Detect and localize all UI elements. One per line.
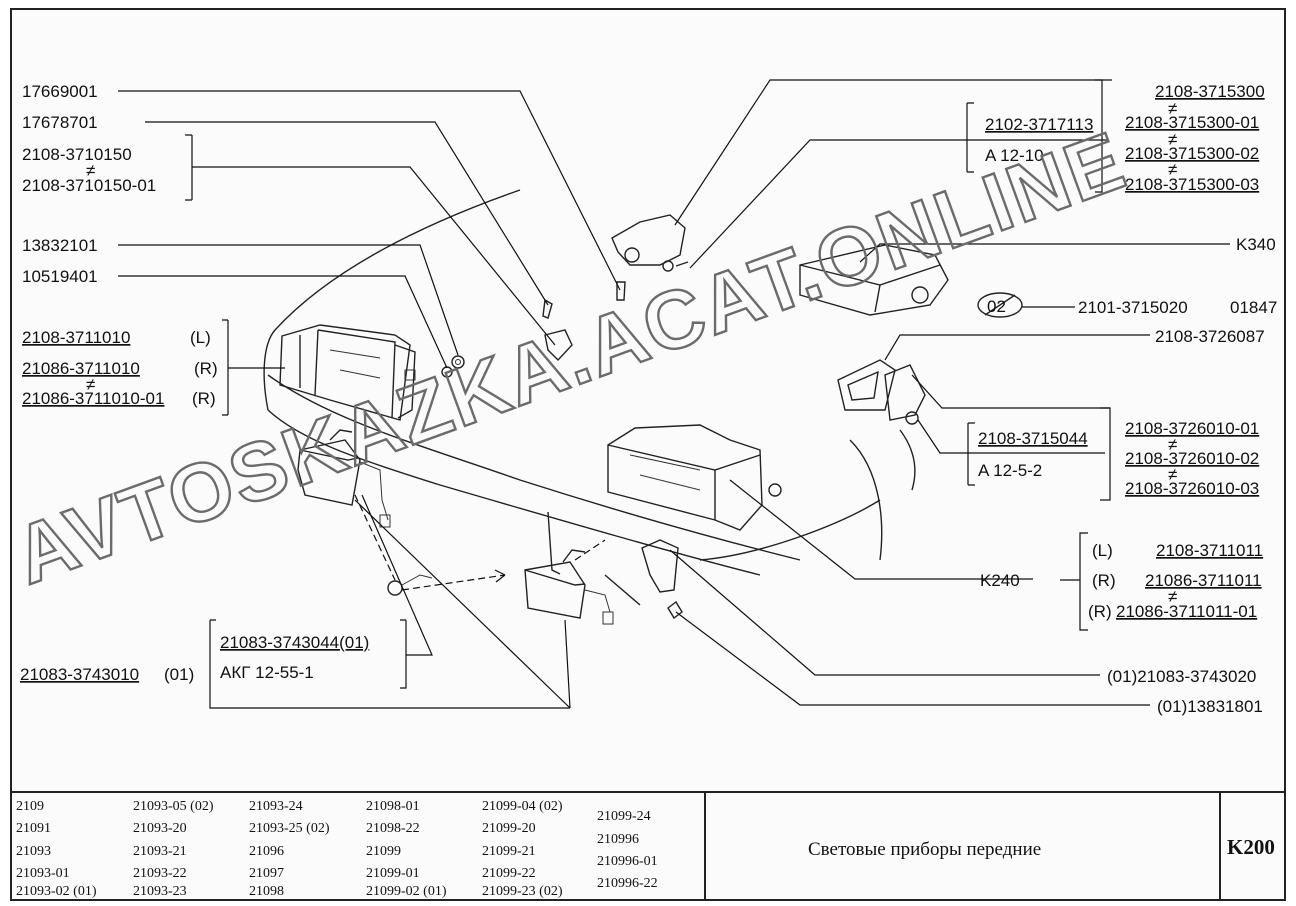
side-R-2: (R) [192, 389, 216, 408]
label-A12-5-2: A 12-5-2 [978, 461, 1042, 480]
side-L-2: (L) [1092, 541, 1113, 560]
neq-sign-8: ≠ [1168, 587, 1177, 606]
model-21093-05-02: 21093-05 (02) [133, 799, 214, 814]
assembly-dash-1 [354, 494, 396, 581]
model-21099-20: 21099-20 [482, 821, 536, 836]
label-2108-3715300: 2108-3715300 [1155, 82, 1265, 101]
left-fog-lamp [297, 429, 391, 528]
label-2108-3726087: 2108-3726087 [1155, 327, 1265, 346]
neq-sign-6: ≠ [1168, 435, 1177, 454]
model-21099-21: 21099-21 [482, 844, 536, 859]
label-21086-3711011-01: 21086-3711011-01 [1116, 602, 1257, 621]
label-2108-3711010: 2108-3711010 [22, 328, 130, 347]
label-21086-3711011: 21086-3711011 [1145, 571, 1262, 590]
side-R-3: (R) [1092, 571, 1116, 590]
model-21093-23: 21093-23 [133, 884, 187, 899]
label-2108-3715044: 2108-3715044 [978, 429, 1088, 448]
model-21099-02-01: 21099-02 (01) [366, 884, 447, 899]
label-K240: K240 [980, 571, 1020, 590]
model-21098-22: 21098-22 [366, 821, 420, 836]
assembly-arrow [494, 569, 506, 583]
label-K340: K340 [1236, 235, 1276, 254]
model-21098: 21098 [249, 884, 284, 899]
label-2108-3715300-02: 2108-3715300-02 [1125, 144, 1259, 163]
label-A12-10: A 12-10 [985, 146, 1044, 165]
label-2108-3711011: 2108-3711011 [1156, 541, 1263, 560]
model-21093: 21093 [16, 844, 51, 859]
model-21093-01: 21093-01 [16, 866, 70, 881]
neq-sign-4: ≠ [1168, 130, 1177, 149]
label-13832101: 13832101 [22, 236, 98, 255]
neq-sign-7: ≠ [1168, 465, 1177, 484]
model-21093-20: 21093-20 [133, 821, 187, 836]
model-21091: 21091 [16, 821, 51, 836]
model-21099-04-02: 21099-04 (02) [482, 799, 563, 814]
right-fog-lamp [524, 549, 614, 625]
label-17678701: 17678701 [22, 113, 98, 132]
neq-sign-5: ≠ [1168, 160, 1177, 179]
label-2108-3710150: 2108-3710150 [22, 145, 132, 164]
neq-sign-2: ≠ [86, 375, 95, 394]
label-21086-3711010-01: 21086-3711010-01 [22, 389, 164, 408]
lamp-holder [611, 214, 689, 272]
label-2102-3717113: 2102-3717113 [985, 115, 1093, 134]
sheet-code: K200 [1227, 835, 1275, 859]
side-R-4: (R) [1088, 602, 1112, 621]
label-10519401: 10519401 [22, 267, 98, 286]
model-21098-01: 21098-01 [366, 799, 420, 814]
left-headlight [279, 324, 416, 421]
label-21083-3743044: 21083-3743044(01) [220, 633, 369, 652]
label-2108-3726010-03: 2108-3726010-03 [1125, 479, 1259, 498]
leader-lines [118, 79, 1230, 709]
right-headlight [607, 424, 782, 531]
model-21099-22: 21099-22 [482, 866, 536, 881]
car-body-outline [263, 189, 916, 606]
side-L-1: (L) [190, 328, 211, 347]
model-21099: 21099 [366, 844, 401, 859]
neq-sign-3: ≠ [1168, 99, 1177, 118]
label-17669001: 17669001 [22, 82, 98, 101]
model-21093-21: 21093-21 [133, 844, 187, 859]
label-2108-3715300-03: 2108-3715300-03 [1125, 175, 1259, 194]
label-01847: 01847 [1230, 298, 1277, 317]
label-2108-3710150-01: 2108-3710150-01 [22, 176, 156, 195]
model-210996: 210996 [597, 832, 639, 847]
model-21097: 21097 [249, 866, 284, 881]
label-21083-3743020: (01)21083-3743020 [1107, 667, 1256, 686]
fog-lamp-bracket [641, 539, 683, 620]
side-R-1: (R) [194, 359, 218, 378]
front-indicator-lamp [837, 359, 926, 425]
title-block [10, 791, 1286, 901]
label-AKG-12-55-1: АКГ 12-55-1 [220, 663, 314, 682]
label-02: 02 [987, 297, 1006, 316]
sheet-title: Световые приборы передние [808, 839, 1041, 860]
fog-lamp-bulb [387, 574, 433, 596]
label-21083-3743010: 21083-3743010 [20, 665, 139, 684]
label-13831801: (01)13831801 [1157, 697, 1263, 716]
label-2108-3726010-02: 2108-3726010-02 [1125, 449, 1259, 468]
label-suffix-01: (01) [164, 665, 194, 684]
model-21099-24: 21099-24 [597, 809, 651, 824]
assembly-dash-3 [574, 539, 606, 561]
label-2101-3715020: 2101-3715020 [1078, 298, 1188, 317]
model-210996-01: 210996-01 [597, 854, 658, 869]
model-21099-01: 21099-01 [366, 866, 420, 881]
model-21093-24: 21093-24 [249, 799, 303, 814]
watermark: AVTOSKAZKA.ACAT.ONLINE [3, 115, 1137, 602]
model-2109: 2109 [16, 799, 44, 814]
model-21093-02-01: 21093-02 (01) [16, 884, 97, 899]
model-21099-23-02: 21099-23 (02) [482, 884, 563, 899]
label-2108-3715300-01: 2108-3715300-01 [1125, 113, 1259, 132]
model-list: 2109 21091 21093 21093-01 21093-02 (01) … [16, 799, 658, 899]
label-21086-3711010: 21086-3711010 [22, 359, 140, 378]
neq-sign-1: ≠ [86, 161, 95, 180]
model-210996-22: 210996-22 [597, 876, 658, 891]
assembly-dash-2 [401, 574, 506, 591]
label-2108-3726010-01: 2108-3726010-01 [1125, 419, 1259, 438]
model-21093-25-02: 21093-25 (02) [249, 821, 330, 836]
model-21096: 21096 [249, 844, 284, 859]
side-repeater-lamp [799, 244, 1023, 318]
model-21093-22: 21093-22 [133, 866, 187, 881]
